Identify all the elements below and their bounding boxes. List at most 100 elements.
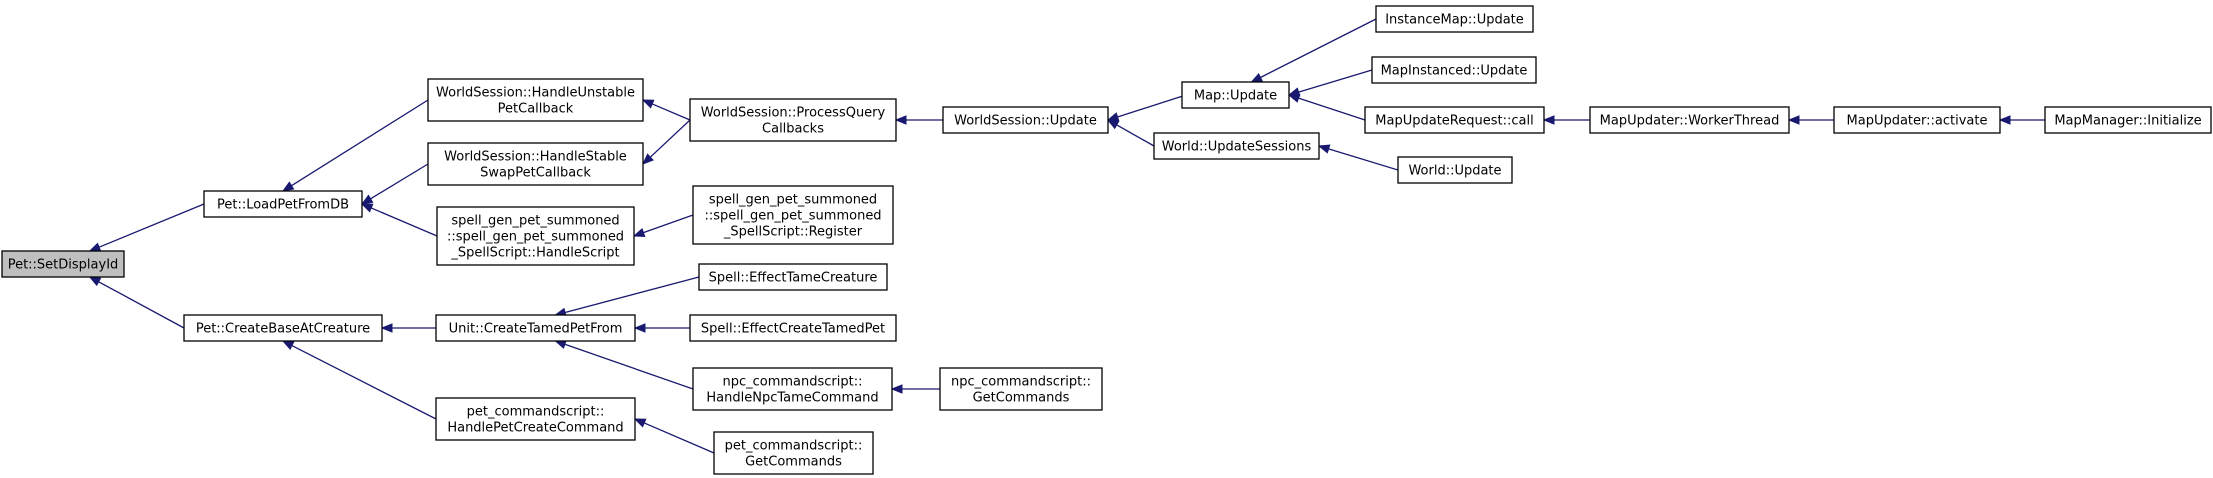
arrowhead-icon — [88, 276, 102, 287]
node-spellgen-register[interactable]: spell_gen_pet_summoned::spell_gen_pet_su… — [692, 185, 894, 245]
edge-line — [1328, 148, 1399, 171]
node-label-line: MapUpdateRequest::call — [1375, 114, 1533, 129]
edge-line — [564, 276, 700, 314]
node-createbaseatcreature[interactable]: Pet::CreateBaseAtCreature — [183, 314, 383, 342]
edge-worldsession-update-to-processquerycallbacks — [894, 115, 943, 125]
node-spellgen-handlescript[interactable]: spell_gen_pet_summoned::spell_gen_pet_su… — [436, 206, 635, 266]
node-box — [2044, 106, 2212, 134]
node-label-line: npc_commandscript:: — [951, 375, 1091, 390]
node-mapupdaterequest-call[interactable]: MapUpdateRequest::call — [1364, 106, 1545, 134]
arrowhead-icon — [1106, 119, 1120, 130]
nodes-layer: Pet::SetDisplayId Pet::LoadPetFromDBPet::… — [1, 5, 2212, 475]
edges-layer — [88, 18, 2045, 454]
edge-line — [1116, 124, 1155, 147]
node-map-update[interactable]: Map::Update — [1181, 81, 1290, 109]
edge-line — [370, 207, 438, 237]
node-worldsession-update[interactable]: WorldSession::Update — [942, 106, 1109, 134]
arrowhead-icon — [642, 153, 654, 165]
edge-processquerycallbacks-to-handleunstable — [641, 99, 691, 121]
node-activate[interactable]: MapUpdater::activate — [1833, 106, 2001, 134]
edge-line — [1260, 18, 1377, 79]
node-handlenpctamecommand[interactable]: npc_commandscript::HandleNpcTameCommand — [692, 367, 893, 411]
edge-line — [98, 281, 185, 329]
edge-updatesessions-to-worldsession-update — [1106, 119, 1155, 147]
arrowhead-icon — [894, 115, 907, 125]
edge-line — [643, 422, 715, 454]
node-label-line: npc_commandscript:: — [722, 375, 862, 390]
node-label-line: InstanceMap::Update — [1385, 13, 1524, 28]
node-pet-getcommands[interactable]: pet_commandscript::GetCommands — [713, 431, 874, 475]
node-box — [1364, 106, 1545, 134]
node-instancemap-update[interactable]: InstanceMap::Update — [1375, 5, 1534, 33]
arrowhead-icon — [281, 340, 295, 350]
node-box — [689, 98, 897, 142]
arrowhead-icon — [890, 384, 903, 394]
node-handlepetcreatecommand[interactable]: pet_commandscript::HandlePetCreateComman… — [435, 397, 636, 441]
node-box — [942, 106, 1109, 134]
node-box — [1375, 5, 1534, 33]
edge-handleunstable-to-loadpetfromdb — [281, 99, 429, 192]
edge-line — [291, 99, 429, 187]
edge-activate-to-workerthread — [1787, 115, 1834, 125]
node-box — [1153, 132, 1320, 160]
node-box — [692, 185, 894, 245]
node-label-line: spell_gen_pet_summoned — [709, 193, 877, 208]
edge-instancemap-update-to-map-update — [1250, 18, 1377, 83]
node-effectcreatetamedpet[interactable]: Spell::EffectCreateTamedPet — [689, 314, 897, 342]
edge-handlestable-to-loadpetfromdb — [360, 163, 429, 205]
edge-world-update-to-updatesessions — [1317, 144, 1399, 171]
arrowhead-icon — [1287, 93, 1301, 103]
node-updatesessions[interactable]: World::UpdateSessions — [1153, 132, 1320, 160]
edge-createtamedpetfrom-to-createbaseatcreature — [380, 323, 436, 333]
node-effecttamecreature[interactable]: Spell::EffectTameCreature — [698, 263, 888, 291]
node-initialize[interactable]: MapManager::Initialize — [2044, 106, 2212, 134]
node-box — [1589, 106, 1790, 134]
edge-map-update-to-worldsession-update — [1106, 95, 1183, 122]
edge-mapupdaterequest-call-to-map-update — [1287, 93, 1366, 121]
node-box — [1397, 156, 1513, 184]
node-label-line: WorldSession::HandleUnstable — [436, 86, 635, 101]
node-setdisplayid[interactable]: Pet::SetDisplayId — [1, 250, 125, 278]
arrowhead-icon — [632, 228, 646, 237]
node-handlestable[interactable]: WorldSession::HandleStableSwapPetCallbac… — [427, 142, 644, 186]
node-box — [203, 190, 363, 218]
node-createtamedpetfrom[interactable]: Unit::CreateTamedPetFrom — [435, 314, 636, 342]
edge-workerthread-to-mapupdaterequest-call — [1542, 115, 1590, 125]
arrowhead-icon — [281, 181, 295, 192]
node-label-line: MapUpdater::activate — [1847, 114, 1988, 129]
arrowhead-icon — [633, 418, 647, 428]
node-label-line: WorldSession::Update — [954, 114, 1097, 129]
node-world-update[interactable]: World::Update — [1397, 156, 1513, 184]
arrowhead-icon — [1106, 112, 1120, 122]
node-label-line: Pet::LoadPetFromDB — [217, 198, 349, 213]
arrowhead-icon — [360, 203, 374, 213]
node-workerthread[interactable]: MapUpdater::WorkerThread — [1589, 106, 1790, 134]
arrowhead-icon — [1998, 115, 2011, 125]
node-label-line: MapUpdater::WorkerThread — [1600, 114, 1780, 129]
arrowhead-icon — [1317, 144, 1331, 154]
node-box — [1833, 106, 2001, 134]
node-loadpetfromdb[interactable]: Pet::LoadPetFromDB — [203, 190, 363, 218]
node-npc-getcommands[interactable]: npc_commandscript::GetCommands — [939, 367, 1103, 411]
edge-spellgen-register-to-spellgen-handlescript — [632, 214, 694, 237]
node-box — [713, 431, 874, 475]
node-box — [939, 367, 1103, 411]
edge-pet-getcommands-to-handlepetcreatecommand — [633, 418, 715, 454]
edge-line — [1298, 97, 1366, 121]
node-label-line: ::spell_gen_pet_summoned — [704, 209, 881, 224]
arrowhead-icon — [633, 323, 646, 333]
node-label-line: Pet::SetDisplayId — [8, 258, 119, 273]
node-box — [689, 314, 897, 342]
edge-line — [651, 103, 691, 121]
node-label-line: MapManager::Initialize — [2054, 114, 2201, 129]
arrowhead-icon — [641, 99, 655, 109]
edge-line — [1298, 69, 1373, 93]
node-label-line: _SpellScript::HandleScript — [450, 246, 619, 261]
node-mapinstanced-update[interactable]: MapInstanced::Update — [1371, 56, 1537, 84]
arrowhead-icon — [88, 242, 102, 252]
arrowhead-icon — [1787, 115, 1800, 125]
edge-line — [370, 163, 429, 200]
